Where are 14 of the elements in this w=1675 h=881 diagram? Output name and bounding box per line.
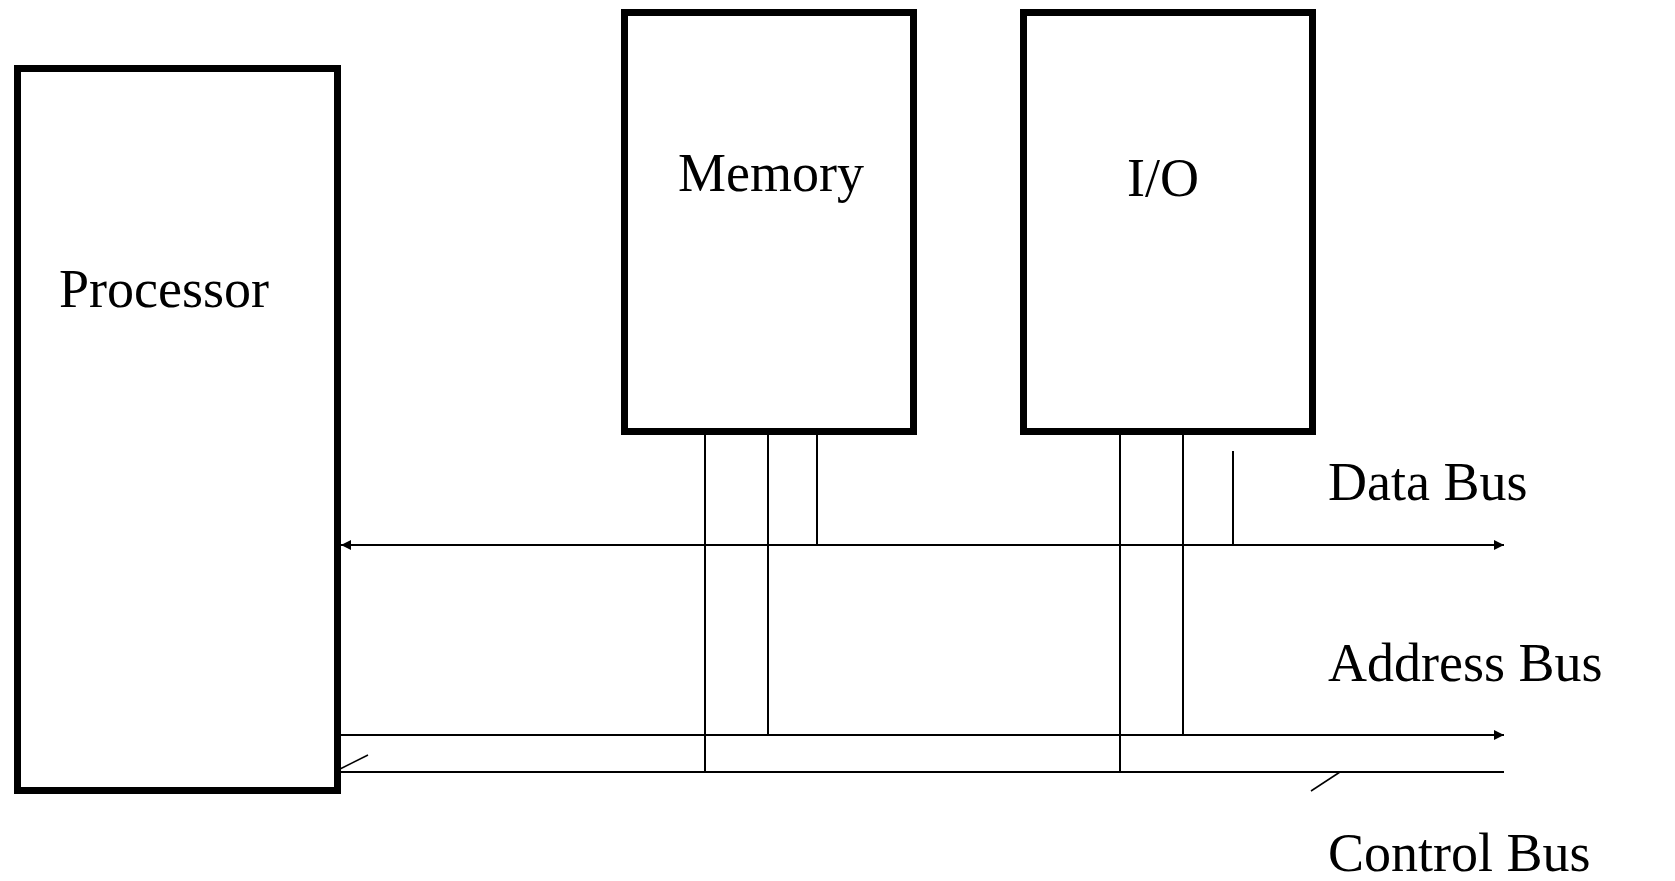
bus-line	[340, 540, 1505, 550]
component-box	[14, 65, 341, 794]
connection-line	[1119, 434, 1121, 773]
connection-line	[1182, 434, 1184, 736]
connection-line	[816, 434, 818, 546]
bus-line	[340, 730, 1505, 740]
component-box	[621, 9, 917, 435]
connection-line	[704, 434, 706, 773]
connection-line	[767, 434, 769, 736]
component-label: Processor	[59, 262, 269, 316]
bus-line	[339, 754, 1505, 792]
component-box	[1020, 9, 1316, 435]
connection-line	[1232, 450, 1234, 546]
component-label: I/O	[1127, 151, 1199, 205]
